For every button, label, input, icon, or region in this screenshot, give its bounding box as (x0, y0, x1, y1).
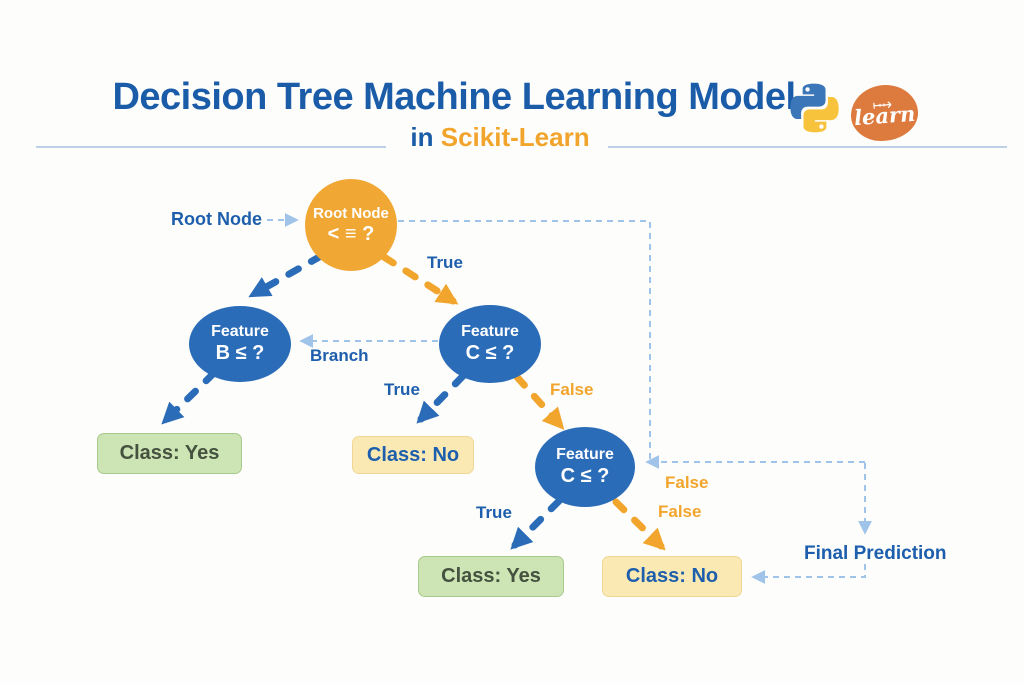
edge-label-false-upper: False (665, 473, 709, 492)
root-to-right-path (398, 220, 651, 460)
edge-label-true-root: True (427, 253, 463, 272)
edge-feature-b-to-class-yes (161, 369, 218, 425)
feature-c1-condition: C ≤ ? (465, 342, 515, 364)
root-node-condition: < ≡ ? (327, 222, 375, 245)
feature-b-condition: B ≤ ? (215, 342, 265, 364)
edge-feature-c1-to-class-no (416, 372, 467, 424)
edge-feature-c1-to-feature-c2 (513, 373, 565, 430)
feature-b-node: Feature B ≤ ? (189, 306, 291, 382)
feature-c2-condition: C ≤ ? (560, 465, 610, 487)
final-prediction-annotation: Final Prediction (804, 543, 947, 564)
feature-c1-node: Feature C ≤ ? (439, 305, 541, 383)
subtitle-library-name: Scikit-Learn (440, 122, 590, 152)
edge-label-false-mid: False (550, 380, 594, 399)
class-no-box-bottom: Class: No (602, 556, 742, 597)
class-yes-box-left: Class: Yes (97, 433, 242, 474)
edge-feature-c2-to-class-no (612, 498, 666, 551)
root-node-title: Root Node (313, 204, 389, 222)
feature-c2-title: Feature (556, 446, 614, 463)
class-yes-box-bottom: Class: Yes (418, 556, 564, 597)
edge-label-true-bottom: True (476, 503, 512, 522)
page-title: Decision Tree Machine Learning Model (112, 76, 796, 118)
final-prediction-to-class-no-arrow (751, 564, 866, 584)
scikit-learn-icon: learn (851, 85, 918, 141)
divider-right (608, 146, 1007, 148)
edge-label-false-lower: False (658, 502, 702, 521)
root-node: Root Node < ≡ ? (305, 179, 397, 271)
edge-root-to-feature-c1 (380, 253, 459, 305)
python-icon (790, 83, 839, 133)
feature-b-title: Feature (211, 323, 269, 340)
branch-annotation: Branch (310, 346, 369, 365)
feature-c2-node: Feature C ≤ ? (535, 427, 635, 507)
page-subtitle: in Scikit-Learn (0, 122, 1000, 153)
edge-root-to-feature-b (248, 252, 325, 298)
subtitle-prefix: in (410, 122, 434, 152)
feature-c1-title: Feature (461, 323, 519, 340)
edge-label-true-mid: True (384, 380, 420, 399)
edge-feature-c2-to-class-yes (510, 497, 563, 550)
root-node-annotation: Root Node (171, 209, 262, 229)
divider-left (36, 146, 386, 148)
class-no-box-middle: Class: No (352, 436, 474, 474)
sklearn-arrow-mark (872, 101, 891, 109)
